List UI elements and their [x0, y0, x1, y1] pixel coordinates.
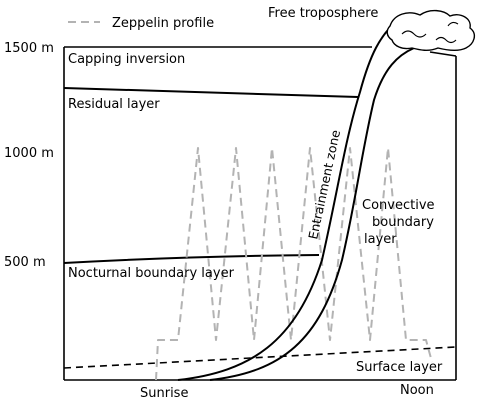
- label-residual-layer: Residual layer: [68, 97, 160, 112]
- diagram-frame: [63, 46, 457, 381]
- legend: Zeppelin profile: [68, 16, 214, 31]
- label-surface-layer: Surface layer: [356, 360, 443, 375]
- capping-inversion-line: [63, 87, 359, 98]
- label-nocturnal-boundary-layer: Nocturnal boundary layer: [68, 266, 235, 281]
- y-tick-1500: 1500 m: [4, 41, 54, 56]
- surface-layer-line: [63, 346, 457, 369]
- label-sunrise: Sunrise: [140, 386, 188, 401]
- entrainment-zone-lower-edge: [177, 19, 399, 381]
- y-tick-1000: 1000 m: [4, 146, 54, 161]
- label-convective-2: boundary: [372, 215, 434, 230]
- label-free-troposphere: Free troposphere: [268, 6, 378, 21]
- cloud-icon: [386, 9, 476, 51]
- label-noon: Noon: [400, 383, 434, 398]
- zeppelin-profile: [155, 147, 433, 381]
- entrainment-zone-upper-edge: [209, 47, 415, 381]
- legend-zeppelin-label: Zeppelin profile: [112, 16, 214, 31]
- label-convective-1: Convective: [362, 198, 435, 213]
- label-convective-3: layer: [364, 232, 397, 247]
- label-capping-inversion: Capping inversion: [68, 52, 185, 67]
- nocturnal-boundary-layer-line: [63, 254, 320, 264]
- y-tick-500: 500 m: [4, 255, 46, 270]
